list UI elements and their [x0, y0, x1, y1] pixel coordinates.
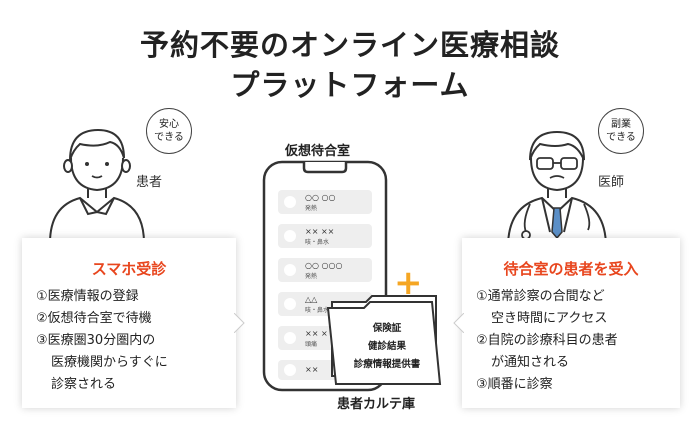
- waiting-row-name: △△: [305, 295, 318, 304]
- patient-steps-box: スマホ受診 ①医療情報の登録 ②仮想待合室で待機 ③医療圏30分圏内の 医療機関…: [22, 238, 236, 408]
- list-item-text: が通知される: [491, 355, 570, 370]
- list-item: ③医療圏30分圏内の 医療機関からすぐに 診察される: [36, 330, 168, 396]
- waiting-row-symptom: 発熱: [305, 273, 318, 280]
- left-box-pointer: [234, 313, 245, 333]
- list-item-text: ②仮想待合室で待機: [36, 311, 152, 326]
- page-title-line1: 予約不要のオンライン医療相談: [139, 28, 560, 62]
- list-item: ②仮想待合室で待機: [36, 308, 168, 330]
- folder-icon: [326, 295, 442, 385]
- page-title-line2: プラットフォーム: [230, 68, 470, 102]
- patient-bubble-line2: できる: [154, 132, 184, 143]
- list-item-text: ②自院の診療科目の患者: [476, 333, 618, 348]
- karte-items: 保険証 健診結果 診療情報提供書: [332, 321, 442, 377]
- doctor-bubble-line2: できる: [606, 132, 636, 143]
- karte-item: 健診結果: [367, 341, 406, 352]
- list-item-text: ③医療圏30分圏内の: [36, 333, 156, 348]
- patient-speech-bubble: 安心 できる: [146, 108, 192, 154]
- waiting-room-label: 仮想待合室: [285, 144, 351, 159]
- patient-illustration: [49, 128, 145, 243]
- karte-label: 患者カルテ庫: [337, 397, 416, 412]
- patient-bubble-line1: 安心: [159, 119, 179, 130]
- doctor-steps-list: ①通常診察の合間など 空き時間にアクセス ②自院の診療科目の患者 が通知される …: [476, 286, 618, 396]
- karte-item: 診療情報提供書: [353, 359, 421, 370]
- waiting-row-name: ○○ ○○: [305, 193, 336, 202]
- list-item: ③順番に診察: [476, 374, 618, 396]
- patient-steps-title: スマホ受診: [91, 260, 167, 278]
- doctor-bubble-line1: 副業: [611, 119, 631, 130]
- right-box-pointer: [453, 313, 464, 333]
- waiting-row-symptom: 咳・鼻水: [305, 307, 330, 314]
- doctor-label: 医師: [598, 175, 625, 190]
- list-item-text: ①医療情報の登録: [36, 289, 139, 304]
- patient-label: 患者: [136, 175, 163, 190]
- list-item-text: 医療機関からすぐに: [51, 355, 168, 370]
- patient-steps-list: ①医療情報の登録 ②仮想待合室で待機 ③医療圏30分圏内の 医療機関からすぐに …: [36, 286, 168, 396]
- waiting-row-name: ×× ×: [305, 329, 328, 338]
- list-item-text: ①通常診察の合間など: [476, 289, 605, 304]
- list-item-text: 空き時間にアクセス: [491, 311, 608, 326]
- list-item: ①通常診察の合間など 空き時間にアクセス: [476, 286, 618, 330]
- list-item: ①医療情報の登録: [36, 286, 168, 308]
- waiting-row-name: ○○ ○○○: [305, 261, 343, 270]
- list-item-text: ③順番に診察: [476, 377, 553, 392]
- list-item-text: 診察される: [51, 377, 117, 392]
- doctor-steps-box: 待合室の患者を受入 ①通常診察の合間など 空き時間にアクセス ②自院の診療科目の…: [462, 238, 680, 408]
- doctor-steps-title: 待合室の患者を受入: [503, 260, 639, 278]
- plus-icon: +: [394, 263, 423, 303]
- karte-item: 保険証: [372, 323, 402, 334]
- waiting-row-symptom: 発熱: [305, 205, 318, 212]
- waiting-row-symptom: 咳・鼻水: [305, 239, 330, 246]
- waiting-row-name: ××: [305, 365, 319, 374]
- list-item: ②自院の診療科目の患者 が通知される: [476, 330, 618, 374]
- waiting-row-symptom: 頭痛: [305, 341, 318, 348]
- waiting-row-name: ×× ××: [305, 227, 335, 236]
- doctor-speech-bubble: 副業 できる: [598, 108, 644, 154]
- doctor-illustration: [507, 130, 607, 247]
